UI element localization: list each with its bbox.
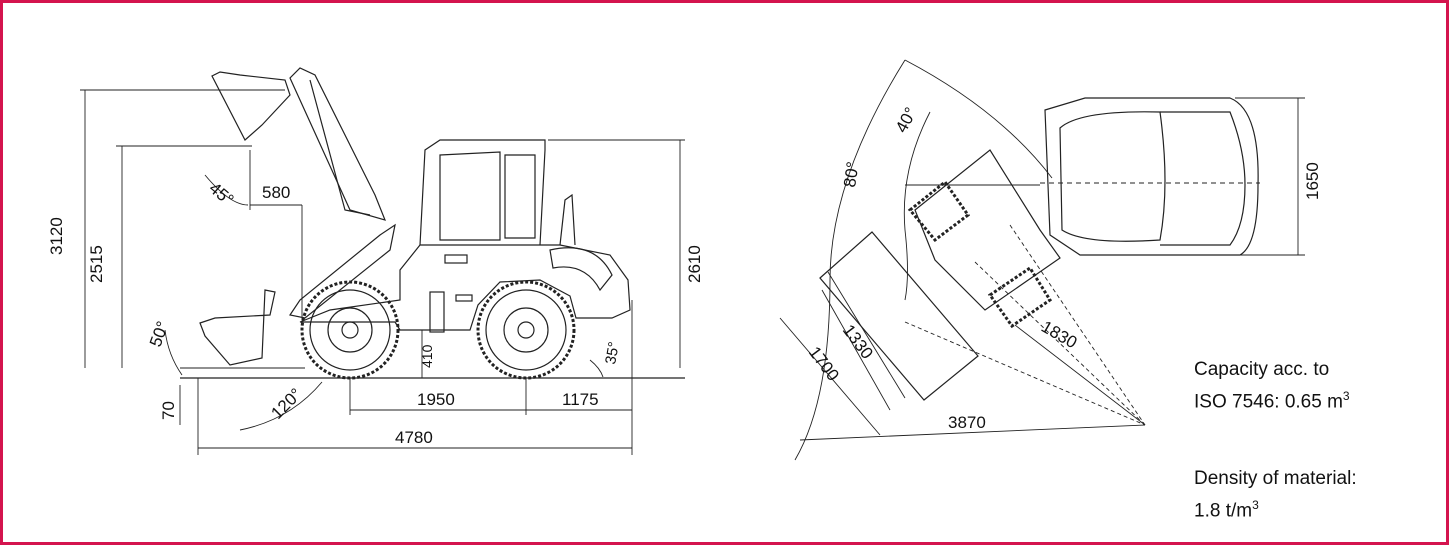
- dim-1950: 1950: [417, 390, 455, 409]
- front-frame: [914, 149, 1061, 311]
- dim-1650: 1650: [1303, 162, 1322, 200]
- rear-body: [1044, 97, 1259, 256]
- step: [444, 254, 468, 264]
- rear-wheel: [476, 280, 576, 380]
- capacity-line-1: Capacity acc. to: [1194, 359, 1330, 380]
- dim-3120: 3120: [47, 217, 66, 255]
- engine-grille: [549, 247, 613, 292]
- front-left-tire: [907, 179, 971, 243]
- dim-2515: 2515: [87, 245, 106, 283]
- angle-45: 45°: [205, 179, 237, 210]
- dim-3870: 3870: [948, 413, 986, 432]
- dim-4780: 4780: [395, 428, 433, 447]
- side-view: 3120 2515 2610 410 70 580 1950 1175 4780…: [47, 67, 704, 455]
- density-note: Density of material: 1.8 t/m3: [1194, 465, 1357, 524]
- dim-580: 580: [262, 183, 290, 202]
- capacity-line-2: ISO 7546: 0.65 m3: [1194, 389, 1350, 413]
- cab-door: [439, 151, 501, 241]
- dim-70: 70: [159, 401, 178, 420]
- cab-window: [504, 154, 536, 239]
- lowered-bucket: [199, 289, 276, 366]
- dim-2610: 2610: [685, 245, 704, 283]
- front-wheel: [300, 280, 400, 380]
- bucket-top: [819, 231, 979, 401]
- angle-50: 50°: [146, 319, 173, 350]
- dim-410: 410: [419, 344, 435, 368]
- front-right-tire: [987, 265, 1053, 329]
- angle-80: 80°: [840, 160, 862, 188]
- angle-40: 40°: [892, 104, 921, 136]
- raised-boom: [289, 67, 387, 221]
- dim-1700: 1700: [805, 343, 843, 385]
- capacity-note: Capacity acc. to ISO 7546: 0.65 m3: [1194, 356, 1350, 415]
- density-line-2: 1.8 t/m3: [1194, 498, 1259, 522]
- dim-1175: 1175: [562, 390, 599, 409]
- angle-120: 120°: [267, 385, 305, 423]
- density-line-1: Density of material:: [1194, 468, 1357, 489]
- chassis: [299, 244, 631, 331]
- exhaust: [559, 193, 576, 246]
- raised-bucket: [211, 71, 291, 141]
- dimension-lines: [80, 89, 685, 455]
- angle-35: 35°: [602, 340, 623, 365]
- cab: [419, 139, 546, 246]
- ladder: [429, 291, 445, 333]
- lowered-boom: [289, 223, 396, 319]
